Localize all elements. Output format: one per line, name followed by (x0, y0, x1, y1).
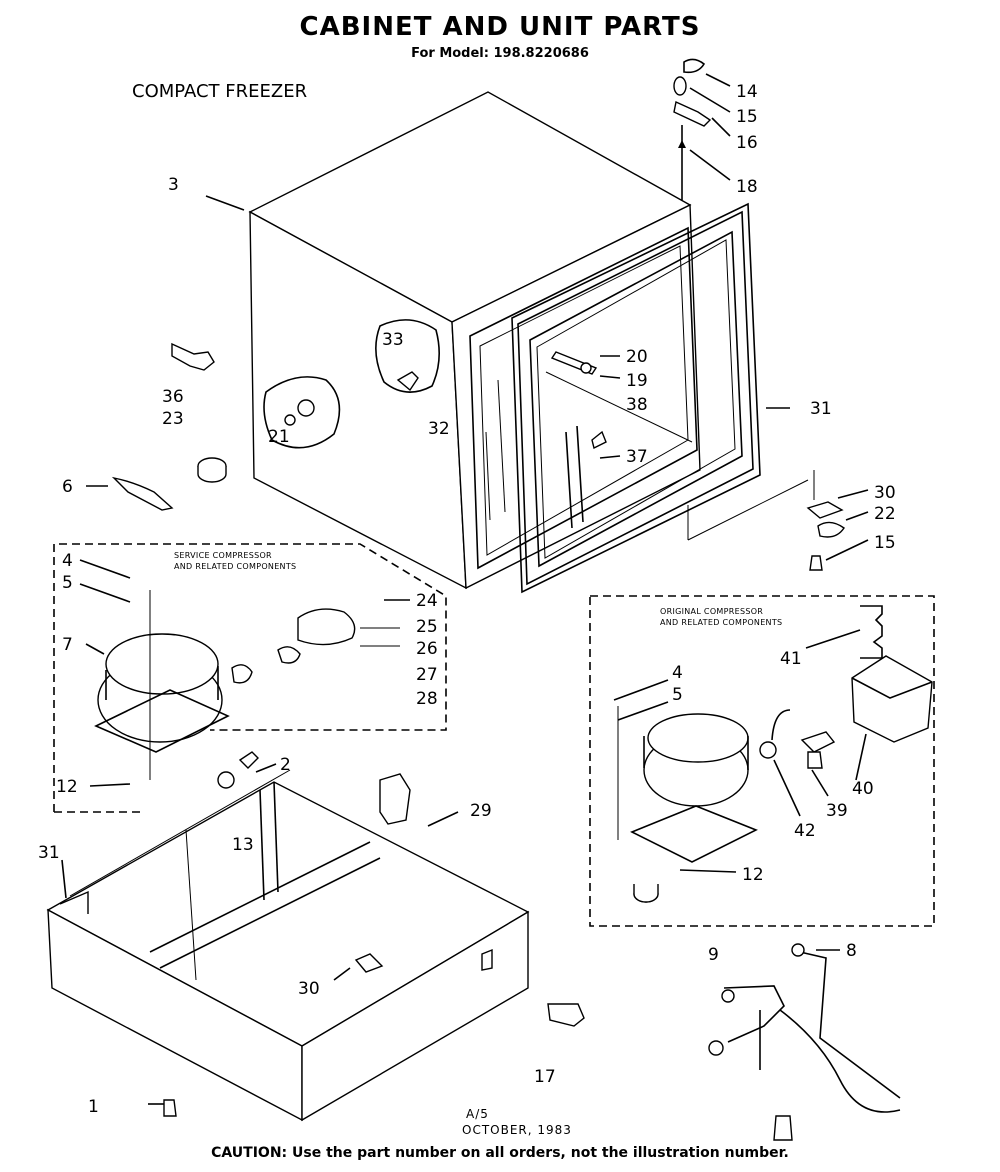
door-gasket (511, 202, 809, 594)
callout-40: 40 (852, 779, 874, 799)
left-loose-parts (111, 342, 227, 511)
caution-label: CAUTION: (211, 1145, 288, 1161)
callout-33: 33 (382, 330, 404, 350)
leader-lines (61, 73, 869, 1105)
callout-13: 13 (232, 835, 254, 855)
original-box-title-1: ORIGINAL COMPRESSOR (660, 607, 763, 616)
date-code: A/5 (466, 1107, 489, 1121)
callout-25: 25 (416, 617, 438, 637)
callout-30-hinge: 30 (874, 483, 896, 503)
callout-15: 15 (736, 107, 758, 127)
callout-36: 36 (162, 387, 184, 407)
model-number: For Model: 198.8220686 (411, 46, 589, 61)
top-hinge-parts (673, 58, 712, 200)
callout-39: 39 (826, 801, 848, 821)
callout-17: 17 (534, 1067, 556, 1087)
callout-41: 41 (780, 649, 802, 669)
service-box-title-1: SERVICE COMPRESSOR (174, 551, 272, 560)
callout-30-base: 30 (298, 979, 320, 999)
door-inner-parts (545, 351, 693, 450)
callout-4-original: 4 (672, 663, 683, 683)
callout-8: 8 (846, 941, 857, 961)
callout-22: 22 (874, 504, 896, 524)
original-compressor-box: ORIGINAL COMPRESSOR AND RELATED COMPONEN… (589, 595, 935, 927)
original-box-title-2: AND RELATED COMPONENTS (660, 618, 782, 627)
callout-7: 7 (62, 635, 73, 655)
callout-20: 20 (626, 347, 648, 367)
callout-29: 29 (470, 801, 492, 821)
callout-15-hinge: 15 (874, 533, 896, 553)
publication-date: OCTOBER, 1983 (462, 1123, 572, 1137)
callout-31-door: 31 (810, 399, 832, 419)
callout-3: 3 (168, 175, 179, 195)
callout-21: 21 (268, 427, 290, 447)
callout-1: 1 (88, 1097, 99, 1117)
callout-23: 23 (162, 409, 184, 429)
bottom-hinge-parts (806, 470, 845, 571)
service-box-title-2: AND RELATED COMPONENTS (174, 562, 296, 571)
cabinet-parts-left (263, 319, 440, 449)
callout-16: 16 (736, 133, 758, 153)
callout-31-base: 31 (38, 843, 60, 863)
callout-4-service: 4 (62, 551, 73, 571)
base-pan (46, 751, 530, 1122)
callout-19: 19 (626, 371, 648, 391)
callout-26: 26 (416, 639, 438, 659)
callout-37: 37 (626, 447, 648, 467)
product-name: COMPACT FREEZER (132, 81, 307, 102)
callout-42: 42 (794, 821, 816, 841)
caution-text: Use the part number on all orders, not t… (292, 1145, 789, 1161)
callout-numbers: 14 15 16 18 3 20 19 38 31 33 36 23 21 32… (38, 82, 896, 1117)
power-cord-assembly (708, 943, 901, 1141)
callout-14: 14 (736, 82, 758, 102)
callout-2: 2 (280, 755, 291, 775)
callout-18: 18 (736, 177, 758, 197)
callout-32: 32 (428, 419, 450, 439)
callout-6: 6 (62, 477, 73, 497)
callout-9: 9 (708, 945, 719, 965)
base-loose-parts (163, 1003, 585, 1117)
caution-note: CAUTION: Use the part number on all orde… (0, 1145, 1000, 1161)
callout-5-original: 5 (672, 685, 683, 705)
callout-38: 38 (626, 395, 648, 415)
cabinet (248, 91, 701, 590)
callout-27: 27 (416, 665, 438, 685)
callout-5-service: 5 (62, 573, 73, 593)
service-compressor-box: SERVICE COMPRESSOR AND RELATED COMPONENT… (53, 543, 447, 813)
callout-12-service: 12 (56, 777, 78, 797)
callout-28: 28 (416, 689, 438, 709)
callout-24: 24 (416, 591, 438, 611)
callout-12-original: 12 (742, 865, 764, 885)
diagram-title: CABINET AND UNIT PARTS (299, 12, 701, 42)
